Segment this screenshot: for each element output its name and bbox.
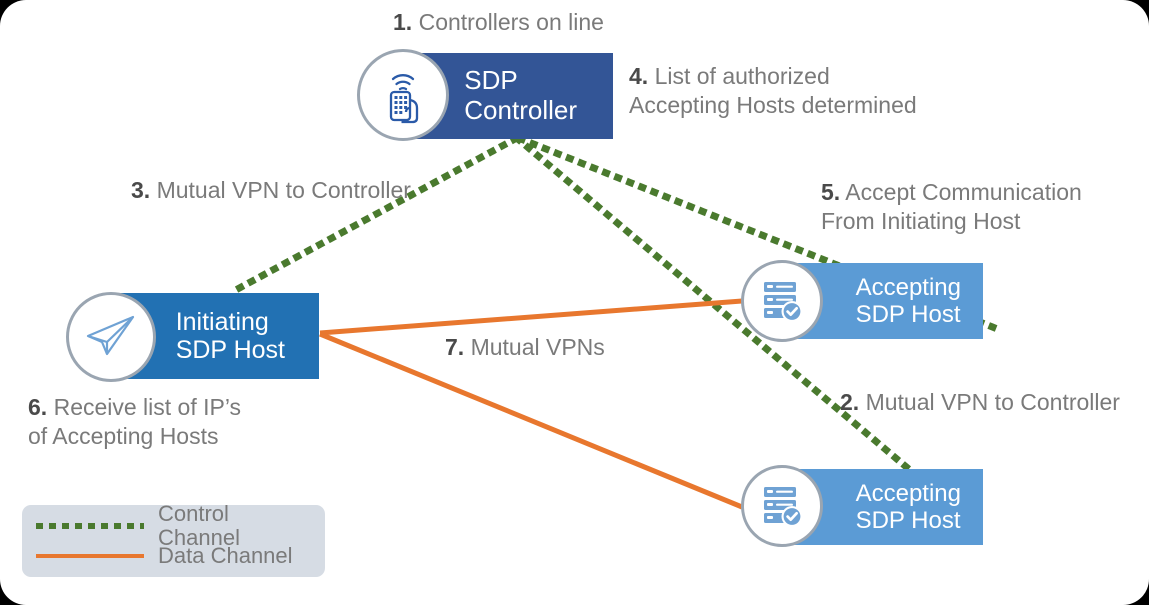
- step-5-annotation: 5. Accept Communication From Initiating …: [821, 178, 1082, 236]
- node-accepting-sdp-host-2-label: Accepting SDP Host: [855, 479, 961, 534]
- step-2-annotation: 2. Mutual VPN to Controller: [840, 388, 1120, 417]
- step-6-annotation: 6. Receive list of IP’s of Accepting Hos…: [28, 393, 241, 451]
- step-1-number: 1.: [393, 9, 413, 35]
- legend: Control Channel Data Channel: [22, 501, 325, 577]
- data-channel-swatch-icon: [36, 548, 144, 564]
- remote-control-signal-icon: [357, 49, 449, 141]
- step-3-text: Mutual VPN to Controller: [150, 177, 411, 203]
- step-3-number: 3.: [131, 177, 151, 203]
- step-4-annotation: 4. List of authorized Accepting Hosts de…: [629, 62, 917, 120]
- node-initiating-sdp-host-label: Initiating SDP Host: [175, 307, 285, 365]
- step-5-number: 5.: [821, 179, 841, 205]
- step-4-number: 4.: [629, 63, 649, 89]
- server-check-icon: [741, 260, 823, 342]
- step-6-text: Receive list of IP’s of Accepting Hosts: [28, 394, 242, 449]
- step-4-text: List of authorized Accepting Hosts deter…: [629, 63, 917, 118]
- step-7-text: Mutual VPNs: [464, 334, 605, 360]
- step-7-annotation: 7. Mutual VPNs: [445, 333, 605, 362]
- server-check-icon: [741, 465, 823, 547]
- step-1-annotation: 1. Controllers on line: [393, 8, 604, 37]
- step-1-text: Controllers on line: [412, 9, 604, 35]
- legend-label-control-channel: Control Channel: [158, 500, 240, 550]
- legend-item-data-channel: Data Channel: [36, 541, 311, 571]
- step-3-annotation: 3. Mutual VPN to Controller: [131, 176, 411, 205]
- node-accepting-sdp-host-1-label: Accepting SDP Host: [855, 273, 961, 328]
- legend-label-data-channel: Data Channel: [158, 542, 293, 568]
- step-6-number: 6.: [28, 394, 48, 420]
- step-5-text: Accept Communication From Initiating Hos…: [821, 179, 1082, 234]
- node-sdp-controller-label: SDP Controller: [464, 65, 577, 125]
- data-line-initiating-to-accepting1: [319, 298, 743, 336]
- step-2-number: 2.: [840, 389, 860, 415]
- legend-item-control-channel: Control Channel: [36, 501, 311, 550]
- step-7-number: 7.: [445, 334, 465, 360]
- paper-plane-icon: [66, 292, 156, 382]
- step-2-text: Mutual VPN to Controller: [859, 389, 1120, 415]
- control-line-controller-to-initiating: [227, 134, 520, 297]
- control-channel-swatch-icon: [36, 518, 144, 534]
